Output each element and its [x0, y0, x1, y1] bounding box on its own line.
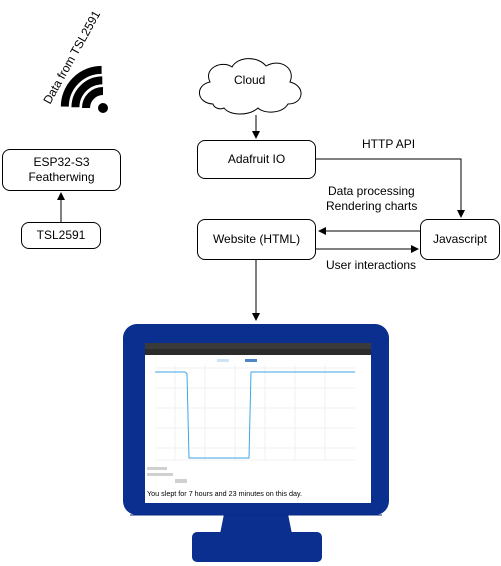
- sleep-caption: You slept for 7 hours and 23 minutes on …: [147, 489, 303, 498]
- node-website: Website (HTML): [197, 219, 316, 260]
- node-website-label: Website (HTML): [212, 232, 301, 246]
- node-javascript-label: Javascript: [432, 232, 488, 246]
- date-input[interactable]: [147, 467, 167, 470]
- node-cloud-label: Cloud: [234, 73, 266, 87]
- node-tsl2591-label: TSL2591: [36, 228, 86, 242]
- chart-tab-indicator: [217, 359, 229, 362]
- label-user-interactions: User interactions: [326, 258, 417, 272]
- node-esp32-line1: ESP32-S3: [33, 155, 90, 169]
- sleep-chart: [147, 359, 355, 483]
- time-input[interactable]: [147, 473, 173, 476]
- wifi-icon: [60, 65, 108, 113]
- node-javascript: Javascript: [420, 219, 500, 260]
- chart-grid: [155, 365, 355, 461]
- browser-title-bar: [145, 343, 371, 349]
- browser-bookmarks-bar: [145, 349, 371, 355]
- node-adafruit-io: Adafruit IO: [197, 140, 316, 179]
- chart-tab-active: [245, 359, 257, 362]
- cloud-shape: [199, 58, 302, 115]
- monitor-screen: You slept for 7 hours and 23 minutes on …: [145, 343, 371, 503]
- chart-series-line: [155, 371, 355, 459]
- node-tsl2591: TSL2591: [21, 222, 101, 249]
- node-esp32: ESP32-S3 Featherwing: [2, 149, 121, 191]
- label-http-api: HTTP API: [362, 137, 416, 151]
- label-data-processing: Data processing: [328, 184, 415, 198]
- label-rendering-charts: Rendering charts: [326, 199, 418, 213]
- node-esp32-line2: Featherwing: [28, 170, 95, 184]
- edge-adafruit-javascript: [316, 158, 465, 218]
- select-button[interactable]: [175, 479, 187, 483]
- node-adafruit-io-label: Adafruit IO: [227, 152, 286, 166]
